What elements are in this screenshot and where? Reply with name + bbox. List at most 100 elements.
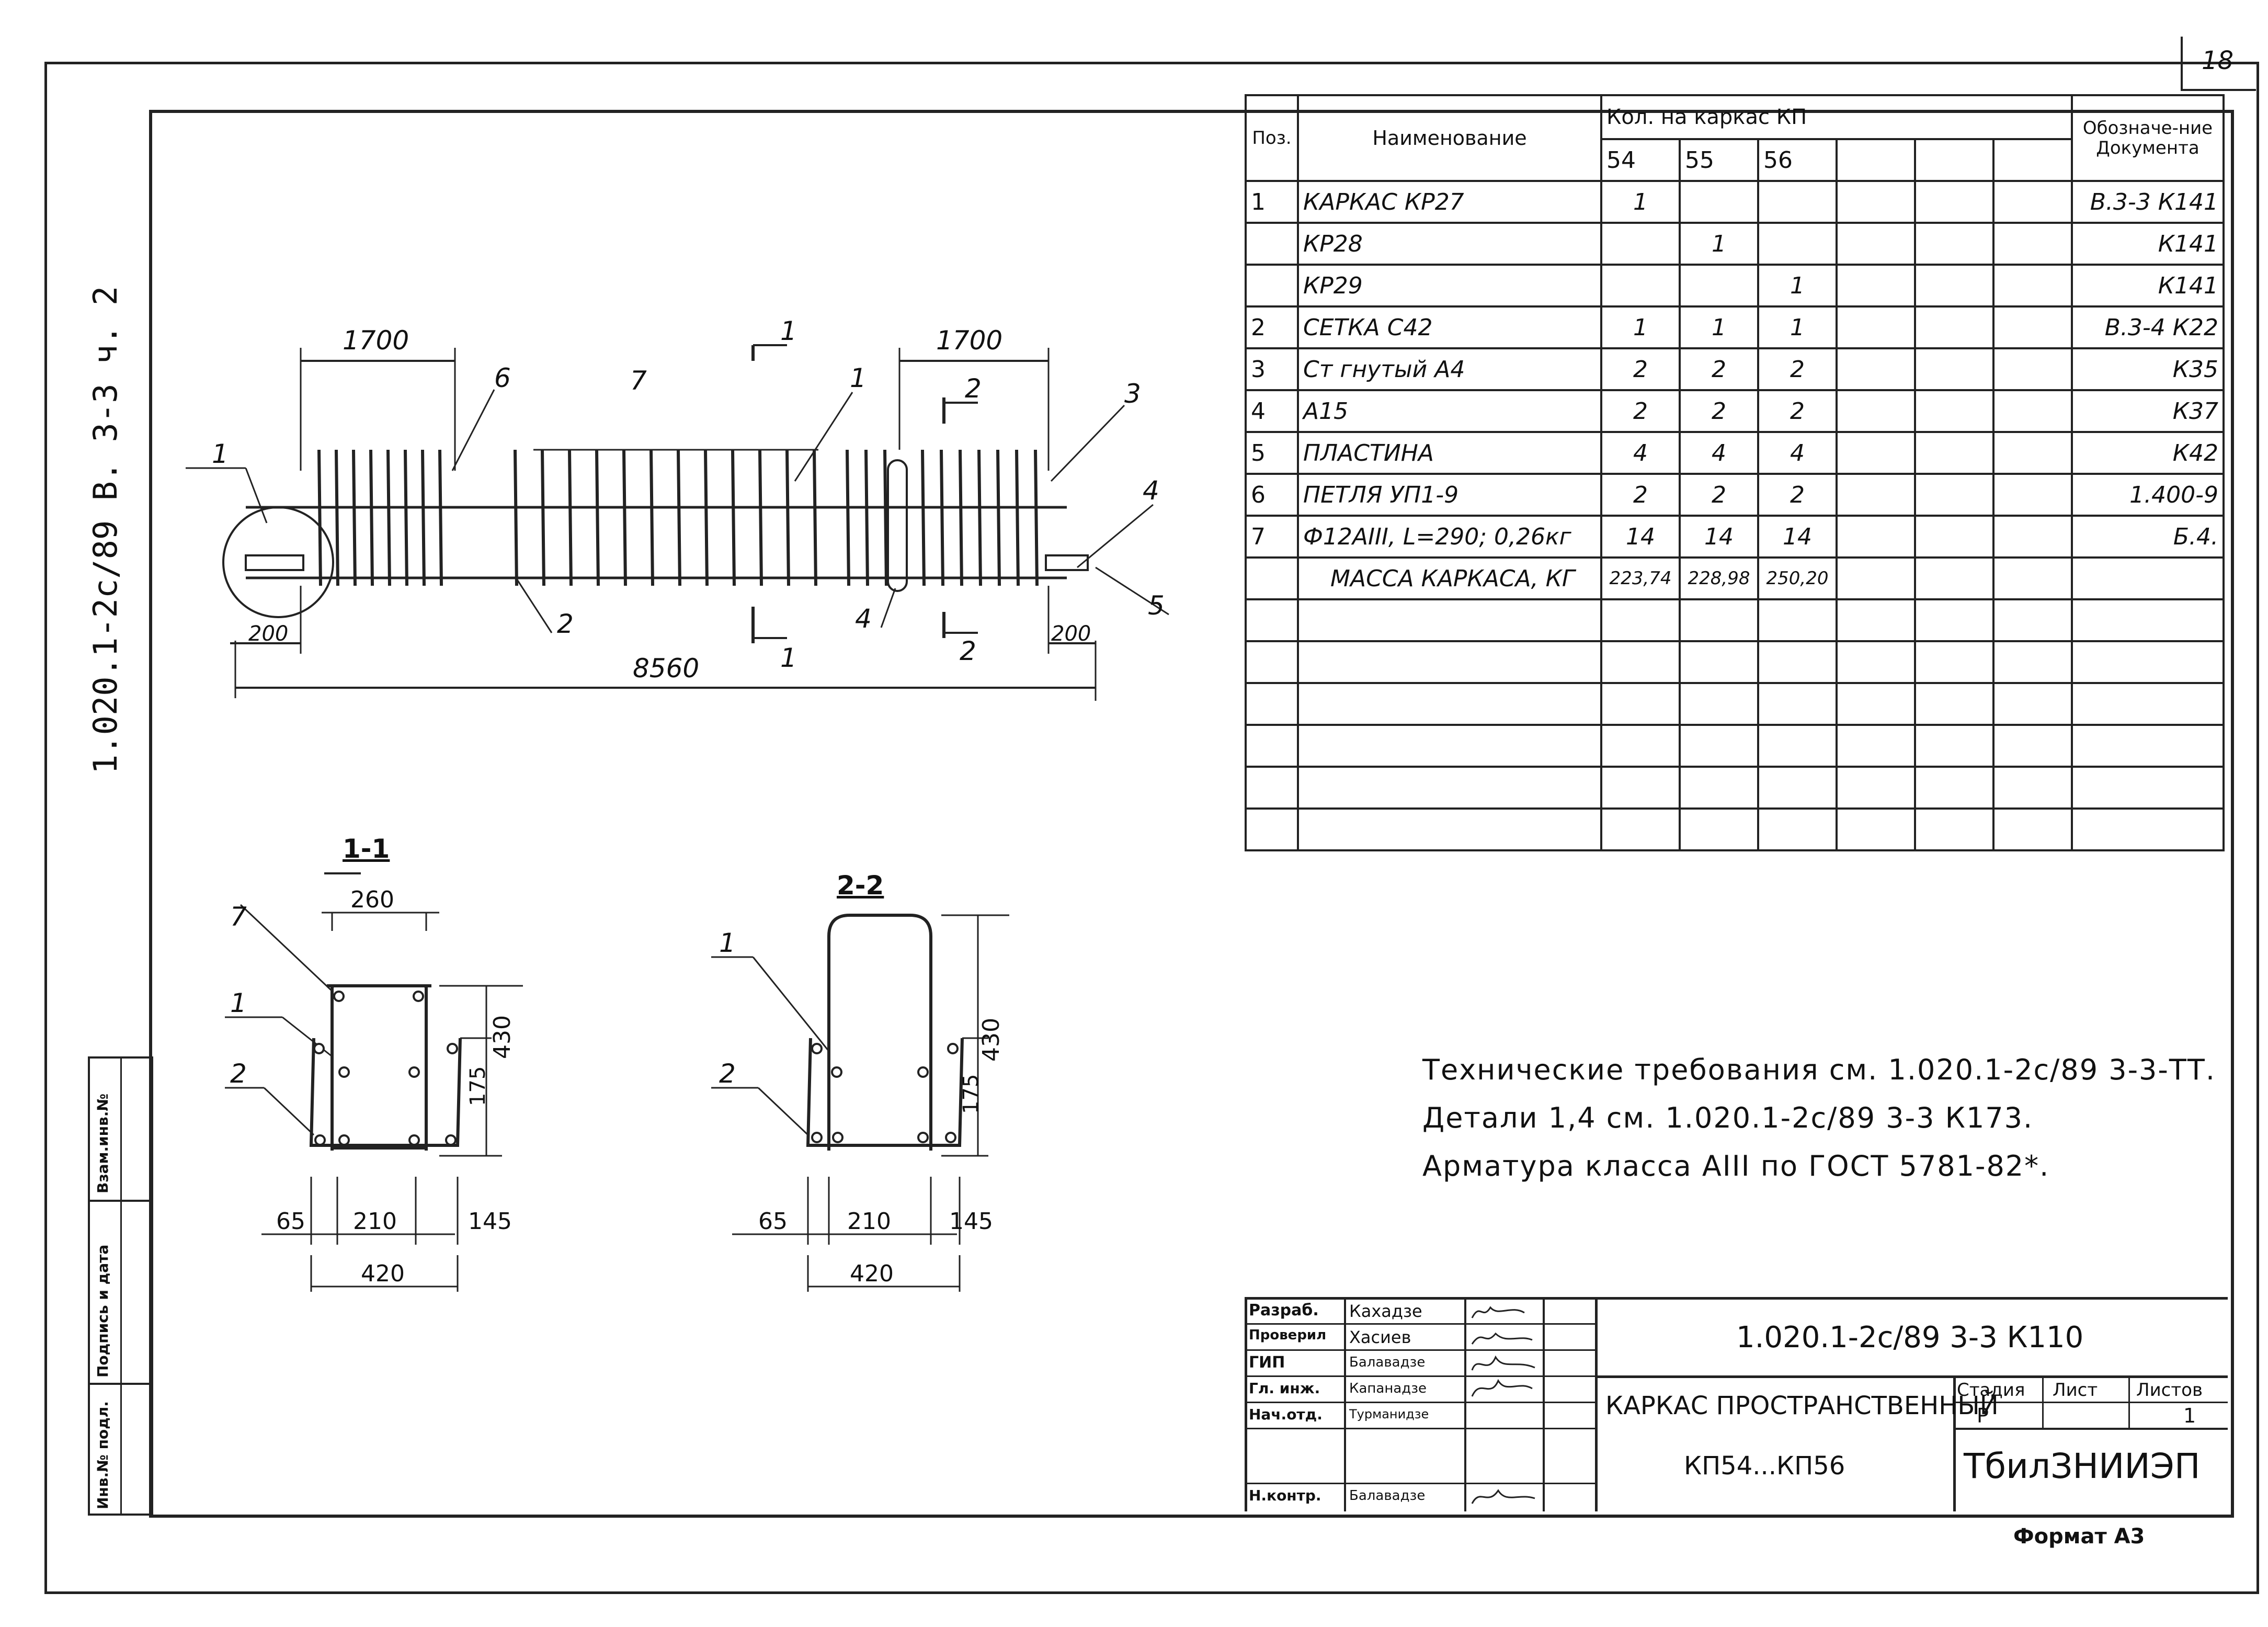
stirrup-bar bbox=[996, 449, 1001, 586]
callout-7: 7 bbox=[630, 366, 647, 396]
section-22-callout-2: 2 bbox=[719, 1059, 736, 1089]
callout-1-left: 1 bbox=[212, 439, 229, 469]
name-dept-head: Турманидзе bbox=[1349, 1407, 1429, 1421]
spec-cell-empty bbox=[1600, 724, 1681, 768]
section-11-dim-low: 175 bbox=[466, 1066, 490, 1106]
spec-pos: 4 bbox=[1245, 389, 1299, 433]
spec-cell-empty bbox=[1757, 598, 1838, 642]
role-developer: Разраб. bbox=[1249, 1301, 1319, 1319]
spec-qty-empty bbox=[1914, 222, 1995, 266]
stirrup-bar bbox=[846, 449, 850, 586]
spec-name: КАРКАС КР27 bbox=[1297, 180, 1602, 224]
spec-doc: К141 bbox=[2071, 264, 2225, 308]
role-checked: Проверил bbox=[1249, 1327, 1327, 1343]
spec-doc bbox=[2071, 556, 2225, 600]
spec-cell-empty bbox=[1679, 766, 1759, 810]
spec-qty-54: 2 bbox=[1600, 389, 1681, 433]
spec-pos: 1 bbox=[1245, 180, 1299, 224]
stirrup-bar bbox=[883, 449, 888, 586]
spec-cell-empty bbox=[1992, 724, 2073, 768]
spec-cell-empty bbox=[1297, 640, 1602, 684]
spec-name: КР28 bbox=[1297, 222, 1602, 266]
organization: ТбилЗНИИЭП bbox=[1964, 1446, 2201, 1486]
section-11-callout-2: 2 bbox=[230, 1059, 247, 1089]
spec-name: Ст гнутый А4 bbox=[1297, 347, 1602, 391]
dim-left-top: 1700 bbox=[343, 325, 409, 356]
stirrup-bar bbox=[568, 449, 573, 586]
spec-qty-55 bbox=[1679, 180, 1759, 224]
spec-row-empty bbox=[1245, 640, 2225, 684]
spec-qty-empty bbox=[1914, 556, 1995, 600]
spec-qty-54: 1 bbox=[1600, 180, 1681, 224]
page-number-box bbox=[2181, 37, 2256, 91]
spec-name: Ф12АIII, L=290; 0,26кг bbox=[1297, 515, 1602, 559]
spec-qty-empty bbox=[1836, 180, 1916, 224]
spec-cell-empty bbox=[1297, 598, 1602, 642]
stamp-label-column bbox=[90, 1059, 122, 1514]
stirrup-bar bbox=[1034, 449, 1039, 586]
spec-qty-55 bbox=[1679, 264, 1759, 308]
spec-qty-54: 4 bbox=[1600, 431, 1681, 475]
spec-qty-55: 2 bbox=[1679, 473, 1759, 517]
stamp-divider bbox=[90, 1383, 151, 1385]
spec-name: А15 bbox=[1297, 389, 1602, 433]
spec-cell-empty bbox=[2071, 640, 2225, 684]
spec-qty-56 bbox=[1757, 180, 1838, 224]
spec-doc: 1.400-9 bbox=[2071, 473, 2225, 517]
spec-doc: К42 bbox=[2071, 431, 2225, 475]
spec-qty-empty bbox=[1836, 556, 1916, 600]
section-22-title: 2-2 bbox=[837, 870, 884, 901]
spec-cell-empty bbox=[1245, 640, 1299, 684]
role-chief-engineer: Гл. инж. bbox=[1249, 1380, 1320, 1397]
section-2-2-drawing: 2-2 430 175 65 210 145 420 1 2 bbox=[711, 870, 1009, 1292]
spec-qty-empty bbox=[1992, 222, 2073, 266]
spec-name: МАССА КАРКАСА, КГ bbox=[1297, 556, 1602, 600]
stirrup-bar bbox=[731, 449, 736, 586]
stirrup-bar bbox=[622, 449, 627, 586]
spec-cell-empty bbox=[1679, 682, 1759, 726]
spec-cell-empty bbox=[1600, 598, 1681, 642]
sheet-outer-border bbox=[44, 62, 2259, 1594]
spec-qty-56: 250,20 bbox=[1757, 556, 1838, 600]
spec-qty-empty bbox=[1914, 431, 1995, 475]
spec-qty-54: 2 bbox=[1600, 473, 1681, 517]
spec-cell-empty bbox=[1757, 724, 1838, 768]
spec-cell-empty bbox=[1757, 640, 1838, 684]
stirrup-bar bbox=[595, 449, 600, 586]
callout-2: 2 bbox=[557, 609, 574, 639]
dim-right-top: 1700 bbox=[936, 325, 1002, 356]
spec-qty-empty bbox=[1914, 180, 1995, 224]
dim-right-end: 200 bbox=[1051, 622, 1091, 646]
section-1-1-drawing: 1-1 260 430 175 65 210 145 420 7 1 2 bbox=[225, 834, 523, 1292]
spec-cell-empty bbox=[1245, 807, 1299, 851]
stirrup-bar bbox=[386, 449, 391, 586]
stirrup-bar bbox=[921, 449, 926, 586]
spec-qty-56: 2 bbox=[1757, 389, 1838, 433]
spec-cell-empty bbox=[1992, 682, 2073, 726]
spec-qty-56: 4 bbox=[1757, 431, 1838, 475]
title-block: Разраб. Проверил ГИП Гл. инж. Нач.отд. Н… bbox=[1245, 1297, 2228, 1511]
spec-cell-empty bbox=[1679, 598, 1759, 642]
section-22-dim-b: 210 bbox=[847, 1208, 891, 1235]
note-line: Технические требования см. 1.020.1-2с/89… bbox=[1422, 1053, 2216, 1086]
spec-cell-empty bbox=[2071, 682, 2225, 726]
spec-doc: Б.4. bbox=[2071, 515, 2225, 559]
stage-label: Стадия bbox=[1957, 1380, 2025, 1401]
callout-6: 6 bbox=[494, 363, 511, 393]
specification-table: Поз. Наименование Кол. на каркас КП Обоз… bbox=[1245, 94, 2225, 851]
name-norm-control: Балавадзе bbox=[1349, 1488, 1426, 1504]
name-chief-engineer: Капанадзе bbox=[1349, 1381, 1427, 1396]
spec-qty-empty bbox=[1992, 305, 2073, 349]
name-checked: Хасиев bbox=[1349, 1327, 1411, 1347]
spec-qty-56: 1 bbox=[1757, 305, 1838, 349]
spec-qty-empty bbox=[1836, 264, 1916, 308]
spec-doc: К141 bbox=[2071, 222, 2225, 266]
stirrup-bar bbox=[677, 449, 681, 586]
stirrup-bar bbox=[514, 449, 518, 586]
spec-cell-empty bbox=[1600, 682, 1681, 726]
stirrup-bar bbox=[317, 449, 322, 586]
spec-doc: В.3-3 К141 bbox=[2071, 180, 2225, 224]
